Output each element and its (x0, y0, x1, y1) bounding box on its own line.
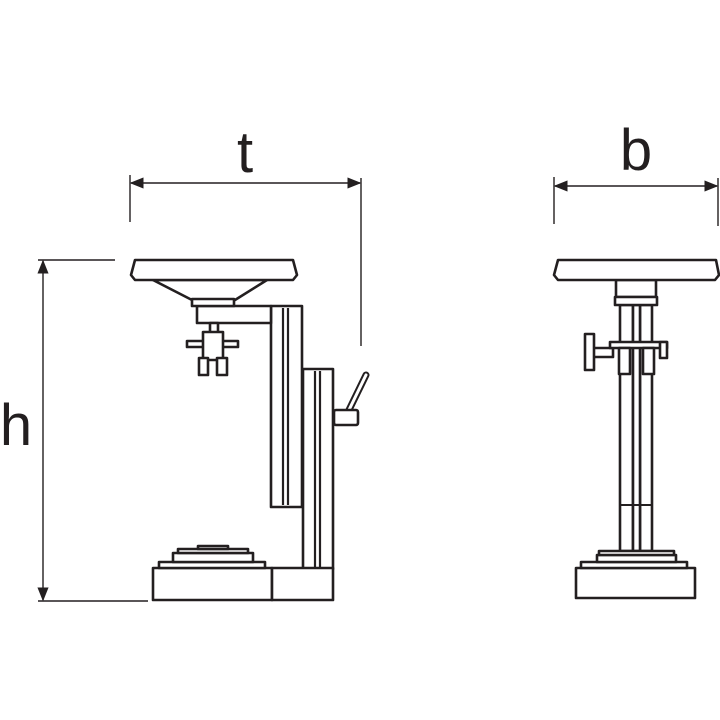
dimension-t: t (129, 120, 362, 346)
arm (195, 304, 273, 325)
front-view-drill-press (552, 258, 720, 600)
table-step (196, 544, 230, 551)
lever-knob (332, 408, 360, 427)
chuck-body (201, 330, 225, 362)
handwheel (129, 258, 299, 282)
chuck-jaw (197, 356, 210, 377)
width-label: b (620, 118, 652, 183)
collar (190, 297, 236, 308)
base-left (151, 566, 274, 602)
lower-column (301, 367, 335, 571)
base-front (574, 566, 697, 600)
base-right (270, 566, 335, 602)
upper-column (269, 304, 304, 509)
dimension-h: h (0, 259, 148, 602)
clamp-block (641, 346, 656, 376)
chuck-jaw (215, 356, 229, 377)
handwheel-front (552, 258, 720, 282)
side-view-drill-press (129, 258, 370, 602)
table-step (171, 551, 255, 564)
base-step (597, 549, 676, 557)
head-block (614, 278, 658, 299)
dimension-b: b (553, 118, 719, 226)
height-label: h (0, 393, 32, 458)
clamp-stem (591, 346, 615, 359)
clamp-knob (583, 332, 596, 372)
cone (151, 278, 269, 302)
depth-label: t (237, 120, 253, 185)
head-collar (613, 295, 659, 307)
clamp-block (617, 346, 632, 376)
clamp-tab (658, 340, 669, 360)
